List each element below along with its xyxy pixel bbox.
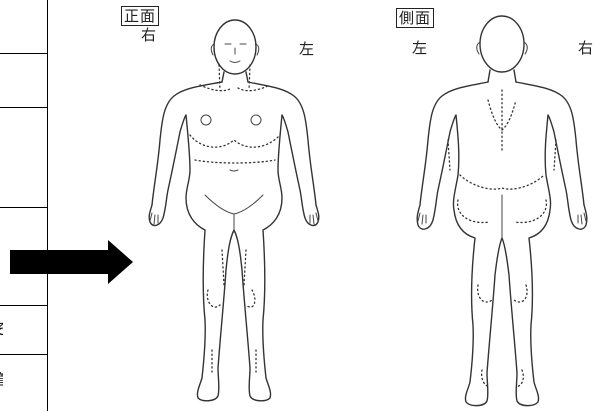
front-right-hand [150, 213, 158, 224]
front-right-label: 右 [141, 27, 156, 43]
back-view-title: 側面 [396, 10, 434, 26]
front-abdomen-dots [195, 160, 275, 163]
back-body-figure [417, 16, 587, 406]
front-groin-line [205, 195, 263, 214]
back-view-title-text: 側面 [396, 8, 434, 28]
back-head [480, 16, 524, 72]
front-view-title: 正面 [121, 8, 159, 24]
back-left-label: 左 [412, 40, 427, 56]
front-view-title-text: 正面 [121, 6, 159, 26]
back-right-hand [578, 213, 586, 224]
front-body-outline [149, 82, 319, 401]
back-waist-dots [460, 175, 544, 189]
front-left-hand [310, 213, 318, 224]
back-right-label: 右 [578, 40, 593, 56]
back-knee-dots [478, 285, 527, 302]
front-chest-mark [251, 115, 261, 125]
front-navel [230, 170, 238, 171]
front-neck-dots [219, 65, 250, 90]
front-chest-mark [201, 115, 211, 125]
front-face [230, 48, 240, 63]
front-knee-dots [207, 290, 255, 307]
front-chest-dots [190, 135, 280, 147]
back-left-hand [418, 213, 426, 224]
front-collar-dots [200, 85, 270, 91]
front-left-label: 左 [299, 41, 314, 57]
front-body-figure [149, 20, 319, 401]
